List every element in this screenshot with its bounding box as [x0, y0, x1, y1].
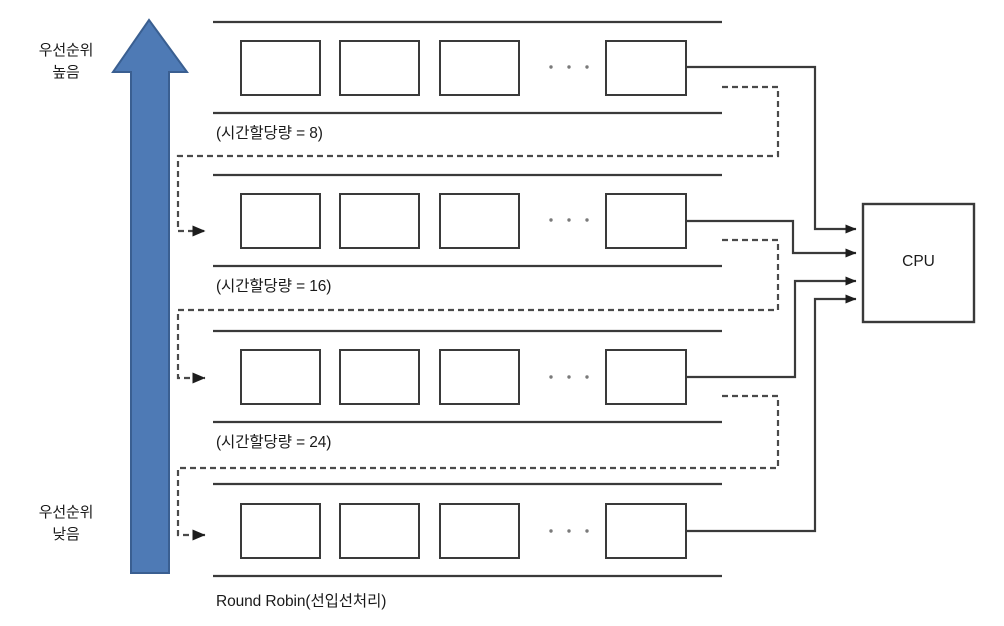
up-arrow-icon: [111, 18, 189, 574]
priority-low-label-line1: 우선순위: [38, 504, 94, 521]
priority-high-label-line1: 우선순위: [38, 42, 94, 59]
queue-4-slot-1: [240, 503, 321, 559]
queue-1-slot-3: [439, 40, 520, 96]
dispatch-line-queue-4: [686, 294, 857, 533]
cpu-box: [861, 202, 976, 324]
queue-3-quantum-label: (시간할당량 = 24): [216, 434, 332, 451]
queue-1-slot-last: [605, 40, 687, 96]
dispatch-line-queue-1: [686, 65, 857, 234]
priority-low-label: 우선순위 낮음: [14, 502, 118, 546]
queue-4-scheduling-label: Round Robin(선입선처리): [216, 593, 387, 610]
queue-row-1: [176, 20, 857, 237]
queue-4-ellipsis-icon: [549, 529, 589, 533]
queue-1-slot-1: [240, 40, 321, 96]
queue-1-slot-2: [339, 40, 420, 96]
queue-4-slot-2: [339, 503, 420, 559]
queue-2-slot-1: [240, 193, 321, 249]
queue-2-quantum-label: (시간할당량 = 16): [216, 278, 332, 295]
queue-4-slot-3: [439, 503, 520, 559]
cpu-label: CPU: [902, 253, 935, 270]
queue-1-quantum-label: (시간할당량 = 8): [216, 125, 323, 142]
priority-low-label-line2: 낮음: [52, 525, 80, 543]
queue-3-slot-1: [240, 349, 321, 405]
demotion-path-queue-1-to-2: [176, 85, 780, 237]
queue-2-slot-2: [339, 193, 420, 249]
queue-2-ellipsis-icon: [549, 218, 589, 222]
queue-2-slot-last: [605, 193, 687, 249]
queue-row-4: [213, 294, 857, 578]
queue-3-slot-last: [605, 349, 687, 405]
queue-row-2: [176, 173, 857, 384]
queue-2-slot-3: [439, 193, 520, 249]
dispatch-line-queue-3: [686, 276, 857, 379]
dispatch-line-queue-2: [686, 219, 857, 258]
queue-4-slot-last: [605, 503, 687, 559]
demotion-path-queue-2-to-3: [176, 238, 780, 384]
queue-3-slot-2: [339, 349, 420, 405]
queue-1-ellipsis-icon: [549, 65, 589, 69]
queue-3-ellipsis-icon: [549, 375, 589, 379]
priority-high-label-line2: 높음: [52, 63, 80, 81]
priority-high-label: 우선순위 높음: [14, 40, 118, 84]
queue-3-slot-3: [439, 349, 520, 405]
queue-row-3: [176, 276, 857, 541]
